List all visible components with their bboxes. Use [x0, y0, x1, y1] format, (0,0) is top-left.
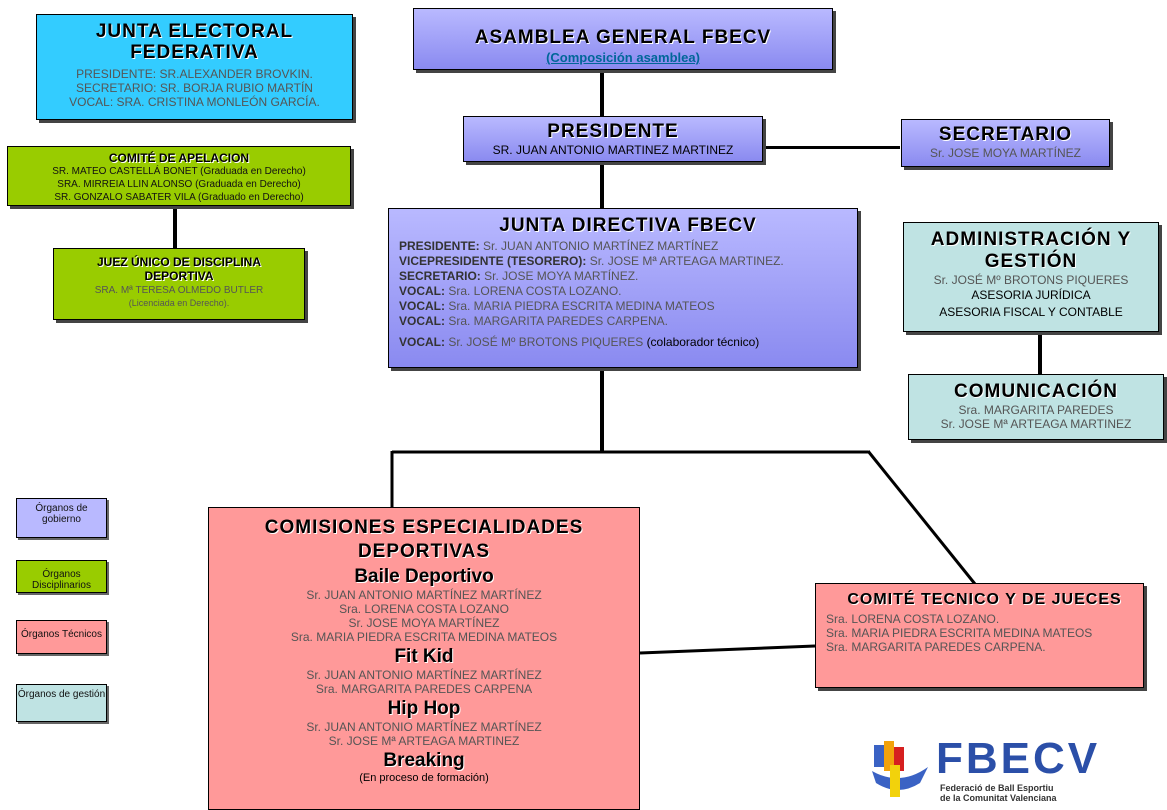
section-title: Hip Hop — [387, 698, 461, 719]
fbecv-logo: FBECV Federació de Ball Esportiu de la C… — [870, 735, 1160, 805]
junta-directiva-row: VOCAL: Sra. LORENA COSTA LOZANO. — [399, 284, 857, 299]
comunicacion-title: COMUNICACIÓN — [954, 381, 1118, 402]
comunicacion-box: COMUNICACIÓN Sra. MARGARITA PAREDES Sr. … — [908, 374, 1164, 440]
junta-directiva-row: VICEPRESIDENTE (TESORERO): Sr. JOSE Mª A… — [399, 254, 857, 269]
comite-apelacion-box: COMITÉ DE APELACION SR. MATEO CASTELLÁ B… — [7, 146, 351, 206]
comite-tecnico-line: Sra. LORENA COSTA LOZANO. — [826, 612, 1000, 626]
administracion-title: ADMINISTRACIÓN Y GESTIÓN — [930, 229, 1132, 272]
comite-tecnico-line: Sra. MARIA PIEDRA ESCRITA MEDINA MATEOS — [826, 626, 1093, 640]
juez-unico-note: (Licenciada en Derecho). — [128, 298, 230, 308]
comite-tecnico-title: COMITÉ TECNICO Y DE JUECES — [847, 591, 1122, 608]
member-name: Sra. LORENA COSTA LOZANO. — [448, 284, 622, 298]
section-member: Sr. JUAN ANTONIO MARTÍNEZ MARTÍNEZ — [306, 588, 542, 602]
role-label: SECRETARIO: — [399, 269, 481, 283]
comite-apelacion-title: COMITÉ DE APELACION — [108, 151, 250, 165]
junta-electoral-box: JUNTA ELECTORAL FEDERATIVA PRESIDENTE: S… — [36, 14, 353, 120]
junta-directiva-row: SECRETARIO: Sr. JOSE MOYA MARTÍNEZ. — [399, 269, 857, 284]
juez-unico-name: SRA. Mª TERESA OLMEDO BUTLER — [94, 285, 264, 296]
logo-mark-icon — [872, 741, 928, 797]
section-member: Sr. JOSE Mª ARTEAGA MARTINEZ — [328, 734, 520, 748]
connector-line — [600, 162, 604, 208]
secretario-box: SECRETARIO Sr. JOSE MOYA MARTÍNEZ — [901, 119, 1110, 167]
presidente-name: SR. JUAN ANTONIO MARTINEZ MARTINEZ — [492, 143, 734, 157]
section-member: Sr. JOSE MOYA MARTÍNEZ — [348, 616, 500, 630]
legend-disciplinarios-label: Órganos Disciplinarios — [32, 569, 91, 591]
role-label: VOCAL: — [399, 299, 445, 313]
connector-line — [760, 146, 900, 149]
legend-tecnicos: Órganos Técnicos — [16, 620, 107, 654]
section-member: Sr. JUAN ANTONIO MARTÍNEZ MARTÍNEZ — [306, 720, 542, 734]
section-title: Breaking — [383, 750, 465, 771]
legend-gobierno: Órganos de gobierno — [16, 498, 107, 538]
member-name: Sra. MARGARITA PAREDES CARPENA. — [448, 314, 668, 328]
connector-line — [866, 450, 977, 585]
juez-unico-box: JUEZ ÚNICO DE DISCIPLINA DEPORTIVA SRA. … — [53, 248, 305, 320]
juez-unico-title: JUEZ ÚNICO DE DISCIPLINA DEPORTIVA — [96, 255, 261, 283]
secretario-name: Sr. JOSE MOYA MARTÍNEZ — [930, 146, 1081, 160]
connector-line — [600, 368, 604, 452]
section-member: (En proceso de formación) — [359, 772, 489, 784]
role-label: PRESIDENTE: — [399, 239, 480, 253]
member-name: Sr. JOSE MOYA MARTÍNEZ. — [484, 269, 639, 283]
section-title: Fit Kid — [394, 646, 454, 667]
comite-tecnico-box: COMITÉ TECNICO Y DE JUECES Sra. LORENA C… — [815, 583, 1144, 688]
legend-gobierno-label: Órganos de gobierno — [35, 503, 88, 525]
comite-apelacion-line: SR. MATEO CASTELLÁ BONET (Graduada en De… — [52, 166, 306, 177]
junta-directiva-row: VOCAL: Sra. MARIA PIEDRA ESCRITA MEDINA … — [399, 299, 857, 314]
presidente-box: PRESIDENTE SR. JUAN ANTONIO MARTINEZ MAR… — [463, 116, 763, 162]
logo-subtitle: Federació de Ball Esportiu — [940, 783, 1054, 793]
section-member: Sr. JUAN ANTONIO MARTÍNEZ MARTÍNEZ — [306, 668, 542, 682]
connector-line — [173, 206, 177, 248]
member-name: Sr. JOSE Mª ARTEAGA MARTINEZ. — [589, 254, 784, 268]
comite-tecnico-line: Sra. MARGARITA PAREDES CARPENA. — [826, 640, 1046, 654]
junta-electoral-title: JUNTA ELECTORAL FEDERATIVA — [95, 21, 294, 63]
administracion-name: Sr. JOSÉ Mº BROTONS PIQUERES — [933, 273, 1129, 287]
role-label: VICEPRESIDENTE (TESORERO): — [399, 254, 587, 268]
legend-gestion-label: Órganos de gestión — [17, 689, 106, 700]
legend-tecnicos-label: Órganos Técnicos — [21, 629, 102, 640]
section-title: Baile Deportivo — [354, 566, 494, 587]
logo-subtitle: de la Comunitat Valenciana — [940, 793, 1057, 803]
comisiones-title: COMISIONES ESPECIALIDADES DEPORTIVAS — [264, 517, 584, 562]
member-name: Sr. JUAN ANTONIO MARTÍNEZ MARTÍNEZ — [483, 239, 719, 253]
junta-directiva-row: PRESIDENTE: Sr. JUAN ANTONIO MARTÍNEZ MA… — [399, 239, 857, 254]
role-label: VOCAL: — [399, 314, 445, 328]
administracion-line: ASESORIA JURÍDICA — [971, 288, 1091, 302]
member-note: (colaborador técnico) — [646, 335, 760, 349]
composicion-asamblea-link[interactable]: (Composición asamblea) — [546, 50, 700, 65]
member-name: Sra. MARIA PIEDRA ESCRITA MEDINA MATEOS — [448, 299, 715, 313]
secretario-title: SECRETARIO — [938, 124, 1073, 145]
connector-line — [600, 70, 604, 116]
junta-electoral-line: VOCAL: SRA. CRISTINA MONLEÓN GARCÍA. — [69, 95, 320, 109]
asamblea-box: ASAMBLEA GENERAL FBECV (Composición asam… — [413, 8, 833, 70]
comite-apelacion-line: SRA. MIRREIA LLIN ALONSO (Graduada en De… — [57, 179, 301, 190]
section-member: Sra. MARIA PIEDRA ESCRITA MEDINA MATEOS — [290, 630, 558, 644]
legend-disciplinarios: Órganos Disciplinarios — [16, 560, 107, 593]
section-member: Sra. MARGARITA PAREDES CARPENA — [315, 682, 533, 696]
comunicacion-line: Sra. MARGARITA PAREDES — [958, 403, 1114, 417]
logo-text: FBECV — [936, 734, 1101, 783]
legend-gestion: Órganos de gestión — [16, 684, 107, 722]
presidente-title: PRESIDENTE — [547, 121, 679, 142]
junta-electoral-line: PRESIDENTE: SR.ALEXANDER BROVKIN. — [76, 67, 313, 81]
comunicacion-line: Sr. JOSE Mª ARTEAGA MARTINEZ — [940, 417, 1132, 431]
junta-directiva-row: VOCAL: Sr. JOSÉ Mº BROTONS PIQUERES (col… — [399, 335, 857, 350]
junta-directiva-title: JUNTA DIRECTIVA FBECV — [499, 215, 757, 236]
connector-line — [1038, 332, 1042, 374]
junta-directiva-row: VOCAL: Sra. MARGARITA PAREDES CARPENA. — [399, 314, 857, 329]
member-name: Sr. JOSÉ Mº BROTONS PIQUERES — [448, 335, 644, 349]
asamblea-title: ASAMBLEA GENERAL FBECV — [474, 27, 772, 48]
junta-electoral-line: SECRETARIO: SR. BORJA RUBIO MARTÍN — [76, 81, 313, 95]
junta-directiva-box: JUNTA DIRECTIVA FBECV PRESIDENTE: Sr. JU… — [388, 208, 858, 368]
connector-line — [639, 644, 816, 655]
administracion-line: ASESORIA FISCAL Y CONTABLE — [939, 305, 1123, 319]
section-member: Sra. LORENA COSTA LOZANO — [339, 602, 509, 616]
comisiones-box: COMISIONES ESPECIALIDADES DEPORTIVAS Bai… — [208, 507, 640, 810]
role-label: VOCAL: — [399, 335, 445, 349]
comite-apelacion-line: SR. GONZALO SABATER VILA (Graduado en De… — [54, 192, 304, 203]
administracion-box: ADMINISTRACIÓN Y GESTIÓN Sr. JOSÉ Mº BRO… — [903, 222, 1159, 332]
role-label: VOCAL: — [399, 284, 445, 298]
